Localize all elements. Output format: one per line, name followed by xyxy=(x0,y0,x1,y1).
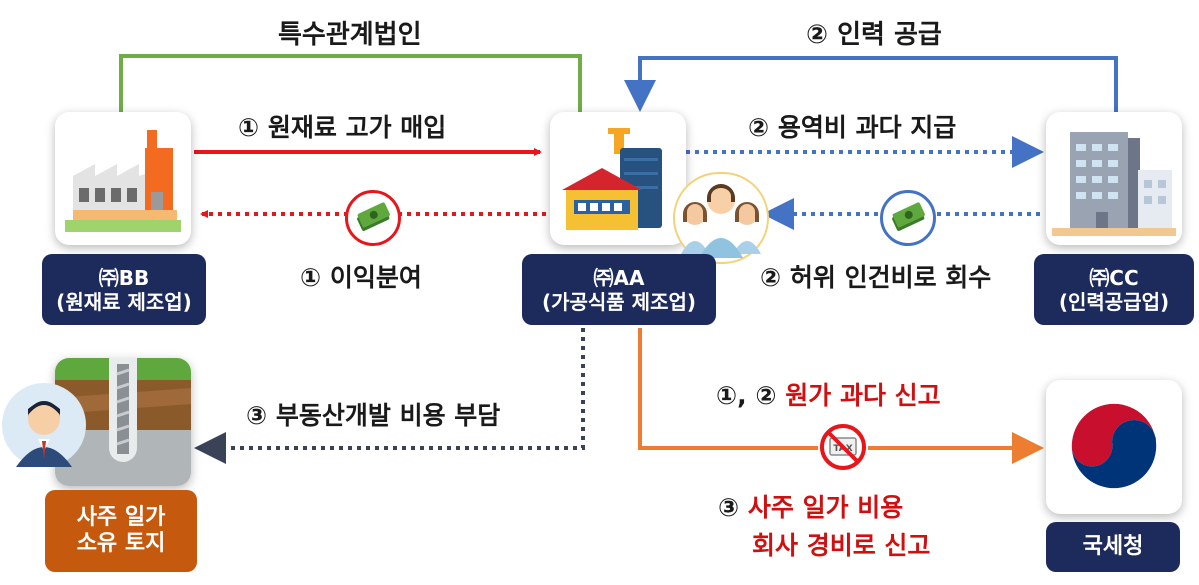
purchase-label: ① 원재료 고가 매입 xyxy=(238,113,447,142)
aa-label: ㈜AA (가공식품 제조업) xyxy=(522,254,716,325)
report3-line1: ③ 사주 일가 비용 xyxy=(718,488,903,524)
businessman-avatar-icon xyxy=(2,383,86,467)
aa-card xyxy=(550,112,686,245)
related-party-label: 특수관계법인 xyxy=(278,20,422,50)
nts-logo-icon xyxy=(1071,403,1157,489)
related-party-line xyxy=(119,54,582,112)
report-cost-text: 원가 과다 신고 xyxy=(785,381,941,410)
nts-name: 국세청 xyxy=(1082,533,1144,559)
fake-labor-label: ② 허위 인건비로 회수 xyxy=(760,263,992,292)
cc-industry: (인력공급업) xyxy=(1058,289,1170,314)
bb-card xyxy=(55,112,191,245)
bb-name: ㈜BB xyxy=(98,265,150,290)
bb-label: ㈜BB (원재료 제조업) xyxy=(42,254,206,325)
land-type: 소유 토지 xyxy=(76,531,166,556)
money-icon xyxy=(345,190,401,246)
land-dev-arrow xyxy=(194,328,585,464)
report3-line2: 회사 경비로 신고 xyxy=(752,531,931,560)
report-cost-label: ①, ② 원가 과다 신고 xyxy=(716,376,941,412)
food-factory-icon xyxy=(562,128,662,230)
factory-icon xyxy=(65,130,181,232)
nts-card xyxy=(1046,380,1182,514)
no-tax-icon: TAX xyxy=(818,422,868,472)
cc-label: ㈜CC (인력공급업) xyxy=(1034,254,1194,325)
office-building-icon xyxy=(1052,132,1176,236)
labor-supply-label: ② 인력 공급 xyxy=(806,20,942,50)
aa-name: ㈜AA xyxy=(593,265,645,290)
labor-supply-arrow xyxy=(624,56,1118,112)
land-label: 사주 일가 소유 토지 xyxy=(45,490,197,572)
profit-share-label: ① 이익분여 xyxy=(300,263,422,292)
report3-text1: 사주 일가 비용 xyxy=(747,493,904,522)
cc-name: ㈜CC xyxy=(1089,265,1139,290)
bb-industry: (원재료 제조업) xyxy=(56,289,192,314)
report-prefix: ①, ② xyxy=(716,381,777,410)
report-arrow xyxy=(638,328,1044,464)
aa-industry: (가공식품 제조업) xyxy=(541,289,697,314)
land-dev-label: ③ 부동산개발 비용 부담 xyxy=(246,401,501,430)
nts-label: 국세청 xyxy=(1046,522,1180,572)
land-owner: 사주 일가 xyxy=(76,504,166,530)
service-fee-label: ② 용역비 과다 지급 xyxy=(748,113,957,142)
report3-number: ③ xyxy=(718,493,740,522)
money-icon-2 xyxy=(880,190,936,246)
cc-card xyxy=(1046,112,1182,245)
workers-group-icon xyxy=(673,172,769,264)
